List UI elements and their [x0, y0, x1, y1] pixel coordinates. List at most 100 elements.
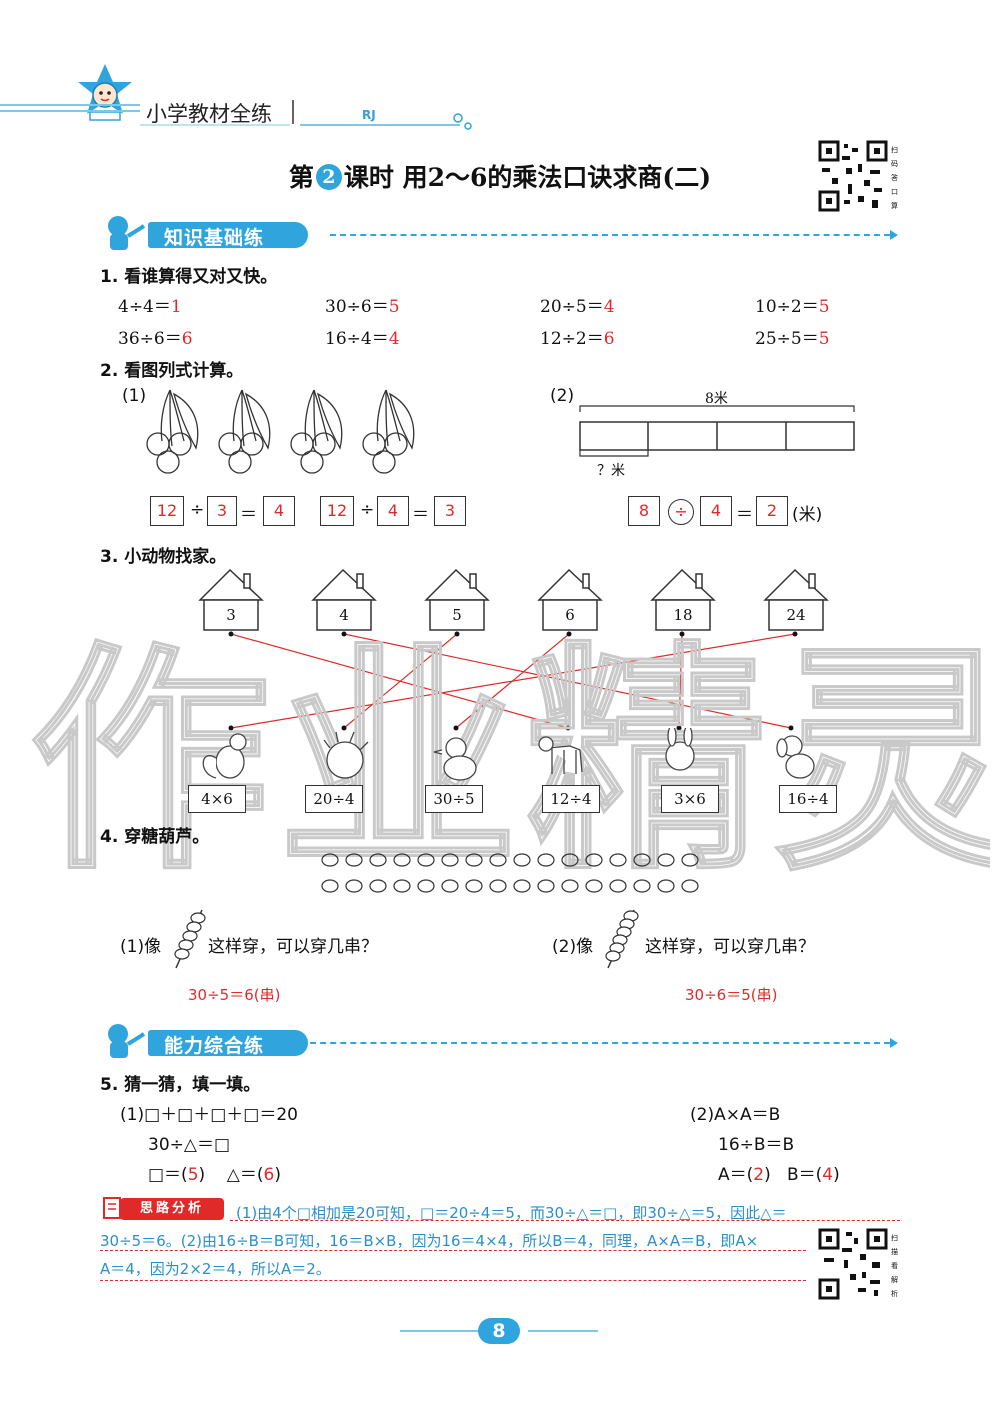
analysis-line: A＝4，因为2×2＝4，所以A＝2。 — [100, 1260, 331, 1278]
answer-box[interactable]: 2 — [756, 496, 788, 526]
svg-text:扫: 扫 — [891, 1233, 898, 1242]
answer-box[interactable]: 12 — [150, 496, 184, 526]
answer-box[interactable]: 8 — [628, 496, 660, 526]
q4-part2-prefix: (2)像 — [552, 937, 594, 957]
answer-box[interactable]: 4 — [263, 496, 295, 526]
house-number: 6 — [565, 606, 575, 624]
header — [0, 60, 480, 140]
svg-text:扫: 扫 — [891, 145, 898, 154]
segment-diagram — [579, 405, 855, 457]
section-divider — [330, 234, 890, 236]
answer-box[interactable]: 12 — [320, 496, 354, 526]
svg-text:作业精灵: 作业精灵 — [30, 630, 990, 890]
q1-item: 12÷2＝6 — [540, 329, 615, 349]
analysis-line: (1)由4个□相加是20可知，□＝20÷4＝5，而30÷△＝□，即30÷△＝5，… — [236, 1204, 787, 1222]
svg-text:答: 答 — [891, 173, 898, 182]
cherries-illustration — [146, 389, 415, 474]
qr-code-icon[interactable]: 扫码 答口算 — [818, 140, 898, 212]
q2-part1-label: (1) — [122, 386, 147, 406]
operator: ÷ — [190, 500, 205, 520]
svg-text:看: 看 — [891, 1262, 898, 1270]
section-divider — [300, 1042, 890, 1044]
circled-operator[interactable]: ÷ — [668, 499, 694, 525]
question-5-title: 5. 猜一猜，填一填。 — [100, 1075, 261, 1095]
animal-expression[interactable]: 20÷4 — [305, 785, 363, 813]
brand-divider — [292, 100, 294, 124]
question-4-title: 4. 穿糖葫芦。 — [100, 827, 210, 847]
q1-item: 10÷2＝5 — [755, 297, 830, 317]
lesson-number: 2 — [315, 164, 342, 190]
q1-item: 36÷6＝6 — [118, 329, 193, 349]
brand-title: 小学教材全练 — [146, 102, 272, 126]
animal-expression[interactable]: 16÷4 — [779, 785, 837, 813]
section-title: 能力综合练 — [164, 1035, 265, 1057]
animals-illustration — [202, 728, 815, 781]
page-number-badge: 8 — [478, 1318, 520, 1344]
house-number: 4 — [339, 606, 349, 624]
kid-mascot-icon — [108, 1024, 146, 1058]
operator: ＝ — [240, 505, 257, 525]
house-number: 5 — [452, 606, 462, 624]
q4-part1-question: 这样穿，可以穿几串？ — [208, 937, 378, 957]
part-length-label: ？米 — [597, 463, 625, 479]
q2-part2-label: (2) — [550, 386, 575, 406]
mascot-logo — [78, 64, 132, 121]
watermark: 作业精灵 — [29, 621, 1000, 904]
section-banner-ability: 能力综合练 — [100, 1024, 320, 1058]
arrow-icon — [890, 1038, 898, 1048]
q5-part1-answer: □＝(5) △＝(6) — [148, 1165, 281, 1185]
analysis-rule — [100, 1280, 806, 1281]
section-title: 知识基础练 — [164, 227, 265, 249]
house-number: 3 — [226, 606, 236, 624]
analysis-rule — [100, 1250, 806, 1251]
arrow-icon — [890, 230, 898, 240]
answer-box[interactable]: 4 — [377, 496, 409, 526]
animal-expression[interactable]: 30÷5 — [425, 785, 483, 813]
svg-text:解: 解 — [891, 1275, 898, 1284]
answer-box[interactable]: 3 — [207, 496, 237, 526]
edition-label: RJ — [362, 108, 376, 122]
operator: ＝ — [736, 505, 753, 525]
svg-text:析: 析 — [891, 1289, 898, 1298]
house-number: 24 — [786, 606, 806, 624]
svg-text:描: 描 — [891, 1247, 898, 1256]
kid-mascot-icon — [108, 216, 146, 250]
q1-item: 20÷5＝4 — [540, 297, 615, 317]
svg-text:口: 口 — [891, 188, 898, 196]
q5-part2-line1: (2)A×A＝B — [690, 1105, 781, 1125]
q1-item: 30÷6＝5 — [325, 297, 400, 317]
analysis-rule — [230, 1220, 900, 1221]
analysis-label: 思路分析 — [120, 1198, 224, 1220]
answer-box[interactable]: 4 — [700, 496, 732, 526]
footer-right-line — [528, 1330, 598, 1332]
haw-skewer-icon — [174, 909, 206, 969]
haw-skewer-icon — [605, 909, 639, 969]
houses-illustration — [198, 568, 828, 631]
q1-item: 25÷5＝5 — [755, 329, 830, 349]
svg-text:算: 算 — [891, 201, 898, 210]
animal-expression[interactable]: 4×6 — [188, 785, 246, 813]
animal-expression[interactable]: 3×6 — [661, 785, 719, 813]
total-length-label: 8米 — [705, 391, 728, 407]
svg-text:码: 码 — [891, 160, 898, 168]
q5-part2-answer: A＝(2) B＝(4) — [718, 1165, 840, 1185]
q4-part2-answer: 30÷6＝5(串) — [685, 986, 778, 1004]
question-2-title: 2. 看图列式计算。 — [100, 361, 244, 381]
q1-item: 4÷4＝1 — [118, 297, 182, 317]
question-3-title: 3. 小动物找家。 — [100, 547, 227, 567]
answer-box[interactable]: 3 — [434, 496, 466, 526]
analysis-box: 思路分析 (1)由4个□相加是20可知，□＝20÷4＝5，而30÷△＝□，即30… — [100, 1196, 900, 1286]
q5-part2-line2: 16÷B＝B — [718, 1135, 795, 1155]
q5-part1-line2: 30÷△＝□ — [148, 1135, 231, 1155]
operator: ＝ — [412, 505, 429, 525]
unit-label: (米) — [792, 505, 823, 525]
q4-part1-answer: 30÷5＝6(串) — [188, 986, 281, 1004]
question-1-title: 1. 看谁算得又对又快。 — [100, 267, 278, 287]
matching-lines — [228, 631, 798, 731]
q4-part2-question: 这样穿，可以穿几串？ — [645, 937, 815, 957]
animal-expression[interactable]: 12÷4 — [542, 785, 600, 813]
q5-part1-line1: (1)□＋□＋□＋□＝20 — [120, 1105, 298, 1125]
page-number: 8 — [492, 1320, 506, 1342]
qr-code-icon[interactable]: 扫描 看解析 — [818, 1228, 898, 1300]
